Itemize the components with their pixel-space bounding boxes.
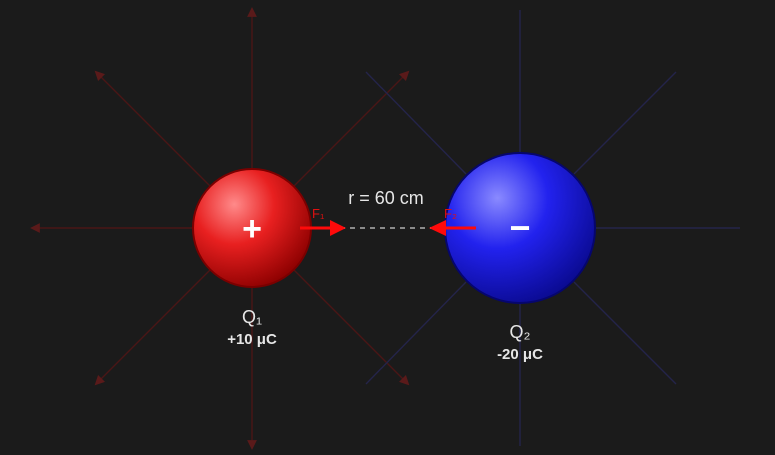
q2-field-line-down-right [573,281,677,385]
charge-q2-value: -20 μC [497,346,543,363]
force-arrow-f2 [429,220,476,236]
q2-field-line-up-right [573,71,677,175]
force-label-f2: F₂ [444,206,457,221]
q1-field-line-up-left [94,70,211,187]
charge-q2[interactable]: − [444,152,596,304]
force-label-f1: F₁ [312,206,325,221]
force-arrow-f1 [300,220,346,236]
charge-q2-sign: − [509,207,530,248]
charge-q1-value: +10 μC [227,331,277,348]
distance-label: r = 60 cm [348,188,424,208]
q2-field-line-up-left [365,71,467,175]
q1-field-lines [30,7,410,450]
charge-q1-name: Q₁ [242,307,262,327]
q1-field-line-down-left [94,269,211,386]
charge-q2-name: Q₂ [510,322,531,342]
q2-field-lines [365,10,740,446]
q1-field-line-up-right [293,70,410,187]
q2-field-line-down-left [365,281,467,385]
charge-q1[interactable]: + [192,168,312,288]
q1-field-line-down-right [293,269,410,386]
charge-q1-sign: + [242,210,262,248]
